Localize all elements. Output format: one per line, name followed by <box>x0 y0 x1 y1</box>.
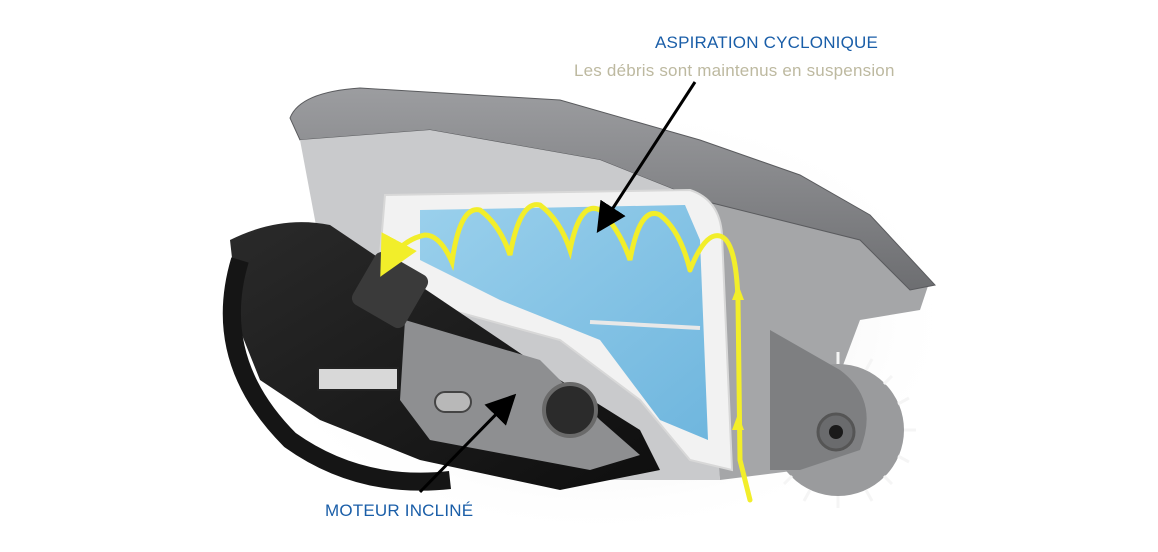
cyclonic-callout-arrow <box>596 81 697 234</box>
airflow-path <box>380 202 753 503</box>
airflow-upward-arrows <box>732 284 744 430</box>
motor-port <box>542 382 598 438</box>
cyclonic-suction-description: Les débris sont maintenus en suspension <box>574 61 895 80</box>
motor-badge <box>434 391 472 413</box>
brush-roller <box>770 330 916 508</box>
cyclonic-suction-label: ASPIRATION CYCLONIQUE <box>655 33 879 52</box>
motor-clip <box>317 367 399 391</box>
water-basket <box>420 205 708 440</box>
rear-housing <box>700 190 930 480</box>
motor-callout-arrow <box>418 393 517 494</box>
tilted-motor-label: MOTEUR INCLINÉ <box>325 501 474 520</box>
top-lid <box>289 87 936 291</box>
basket-divider <box>589 320 701 330</box>
side-wheel <box>222 257 451 491</box>
